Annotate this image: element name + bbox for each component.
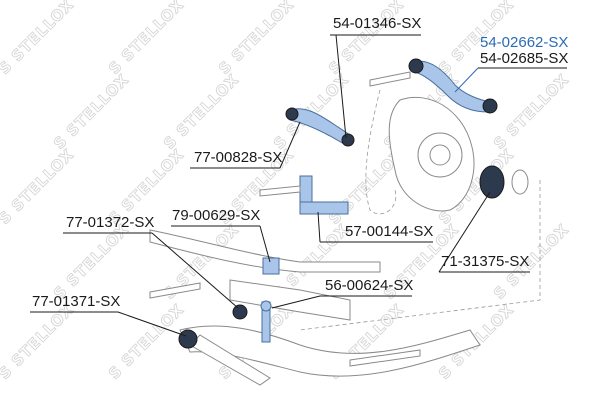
label-77-01371: 77-01371-SX bbox=[32, 293, 120, 310]
label-79-00629: 79-00629-SX bbox=[172, 207, 260, 224]
arm-bushing bbox=[341, 133, 355, 147]
watermark-text: S STELLOX bbox=[325, 0, 407, 78]
label-77-00828: 77-00828-SX bbox=[194, 149, 282, 166]
watermark-text: S STELLOX bbox=[0, 0, 78, 78]
watermark-text: S STELLOX bbox=[490, 70, 572, 152]
bolt bbox=[349, 349, 421, 367]
arm-bushing bbox=[482, 98, 498, 114]
watermark-text: S STELLOX bbox=[105, 300, 187, 382]
label-56-00624: 56-00624-SX bbox=[325, 277, 413, 294]
stabilizer-bushing bbox=[262, 257, 280, 275]
hub-ring bbox=[511, 169, 529, 195]
watermark-text: S STELLOX bbox=[0, 300, 78, 382]
hub-center bbox=[429, 144, 451, 166]
label-54-02685: 54-02685-SX bbox=[480, 50, 568, 67]
toe-link-body bbox=[299, 201, 349, 215]
guide-line bbox=[299, 180, 541, 331]
lower-control-arm bbox=[179, 325, 481, 377]
watermark-text: S STELLOX bbox=[105, 0, 187, 78]
bolt bbox=[149, 282, 201, 299]
part-labels: 54-01346-SX 54-02662-SX 54-02685-SX 77-0… bbox=[30, 15, 568, 337]
label-54-02662: 54-02662-SX bbox=[480, 34, 568, 51]
hub-bushing bbox=[479, 165, 505, 199]
subframe bbox=[229, 279, 351, 321]
abs-wire bbox=[365, 89, 397, 215]
label-77-01372: 77-01372-SX bbox=[66, 214, 154, 231]
stab-bushing-77 bbox=[232, 304, 248, 320]
bolt bbox=[259, 185, 301, 197]
watermark-text: S STELLOX bbox=[50, 70, 132, 152]
label-54-01346: 54-01346-SX bbox=[333, 15, 421, 32]
watermark-text: S STELLOX bbox=[160, 70, 242, 152]
watermark-text: S STELLOX bbox=[215, 0, 297, 78]
bolt bbox=[369, 71, 411, 87]
label-57-00144: 57-00144-SX bbox=[345, 223, 433, 240]
label-71-31375: 71-31375-SX bbox=[441, 253, 529, 270]
lower-arm-bushing bbox=[178, 329, 198, 349]
link-ball bbox=[260, 300, 272, 312]
arm-bushing bbox=[408, 58, 424, 74]
suspension-drawing bbox=[149, 58, 541, 386]
arm-bushing bbox=[285, 107, 299, 121]
